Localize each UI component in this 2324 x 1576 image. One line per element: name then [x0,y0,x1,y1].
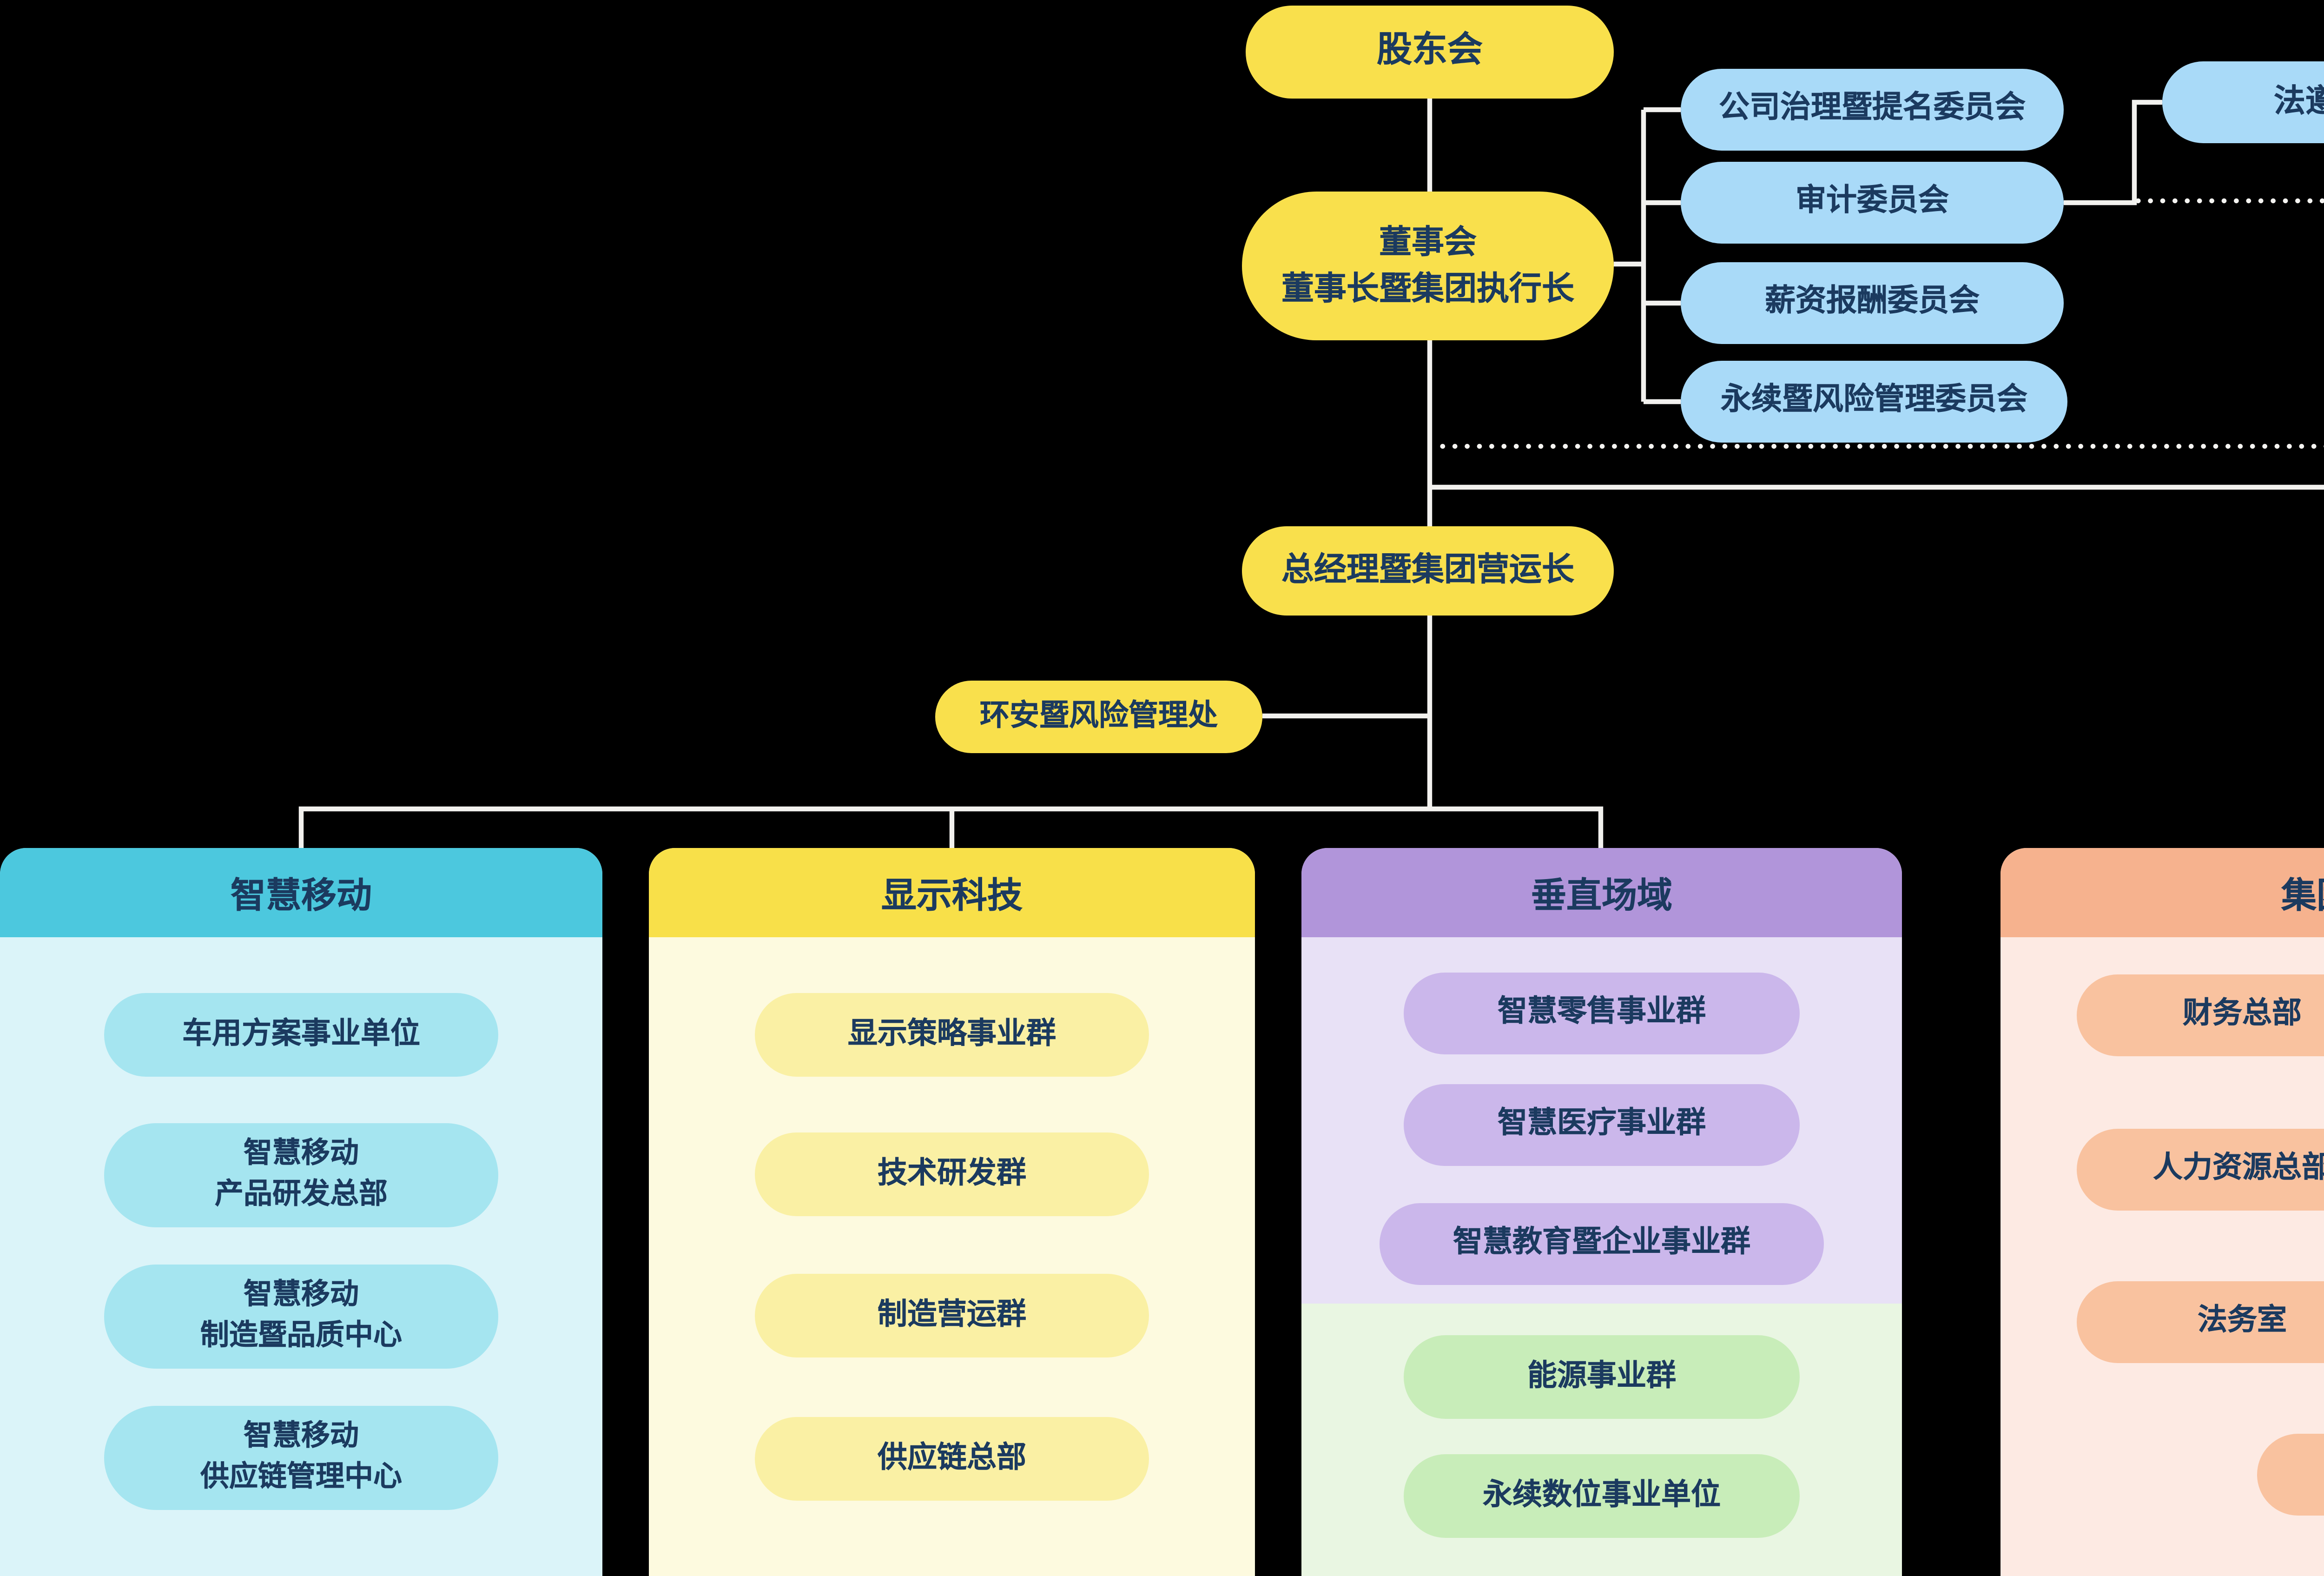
group-display-tech-header: 显示科技 [649,848,1255,937]
group-vertical-domains-header: 垂直场域 [1301,848,1902,937]
node-smart-education-enterprise-bg: 智慧教育暨企业事业群 [1380,1203,1824,1285]
node-committee-audit: 审计委员会 [1681,162,2064,244]
node-smart-mobility-supply-chain-center: 智慧移动 供应链管理中心 [104,1406,498,1510]
node-sustainable-digital-bu: 永续数位事业单位 [1404,1454,1800,1538]
node-committee-sustainability-risk: 永续暨风险管理委员会 [1681,361,2067,443]
line-distribution [298,806,1604,848]
line-audit-compliance [2064,99,2162,205]
node-ehs-risk-office: 环安暨风险管理处 [935,681,1262,753]
node-smart-retail-bg: 智慧零售事业群 [1404,973,1800,1054]
node-legal-office: 法务室 [2077,1281,2324,1363]
line-board-committees-bracket [1614,107,1681,404]
node-automotive-solutions-bu: 车用方案事业单位 [104,993,498,1077]
node-audit-management-office: 稽核管理处 [2257,1434,2324,1516]
node-human-resources-hq: 人力资源总部 [2077,1129,2324,1211]
node-chief-compliance-counsel: 法遵总顾问 [2162,61,2324,143]
node-smart-mobility-mfg-quality-center: 智慧移动 制造暨品质中心 [104,1265,498,1369]
node-manufacturing-operations-group: 制造营运群 [755,1274,1149,1357]
node-smart-mobility-rd-hq: 智慧移动 产品研发总部 [104,1123,498,1227]
node-energy-bg: 能源事业群 [1404,1335,1800,1419]
node-committee-compensation: 薪资报酬委员会 [1681,262,2064,344]
group-operations-support-header: 集团营运支援单位 [2000,848,2324,937]
node-shareholders: 股东会 [1246,6,1614,99]
line-board-support-branch [1430,484,2324,490]
group-smart-mobility-header: 智慧移动 [0,848,602,937]
node-supply-chain-hq: 供应链总部 [755,1417,1149,1501]
node-board: 董事会 董事长暨集团执行长 [1242,192,1614,340]
node-smart-medical-bg: 智慧医疗事业群 [1404,1084,1800,1166]
node-technology-rd-group: 技术研发群 [755,1132,1149,1216]
node-finance-hq: 财务总部 [2077,974,2324,1056]
node-display-strategy-bg: 显示策略事业群 [755,993,1149,1077]
node-committee-governance-nomination: 公司治理暨提名委员会 [1681,69,2064,151]
node-president-coo: 总经理暨集团营运长 [1242,526,1614,616]
group-display-tech: 显示科技 [649,848,1255,1576]
